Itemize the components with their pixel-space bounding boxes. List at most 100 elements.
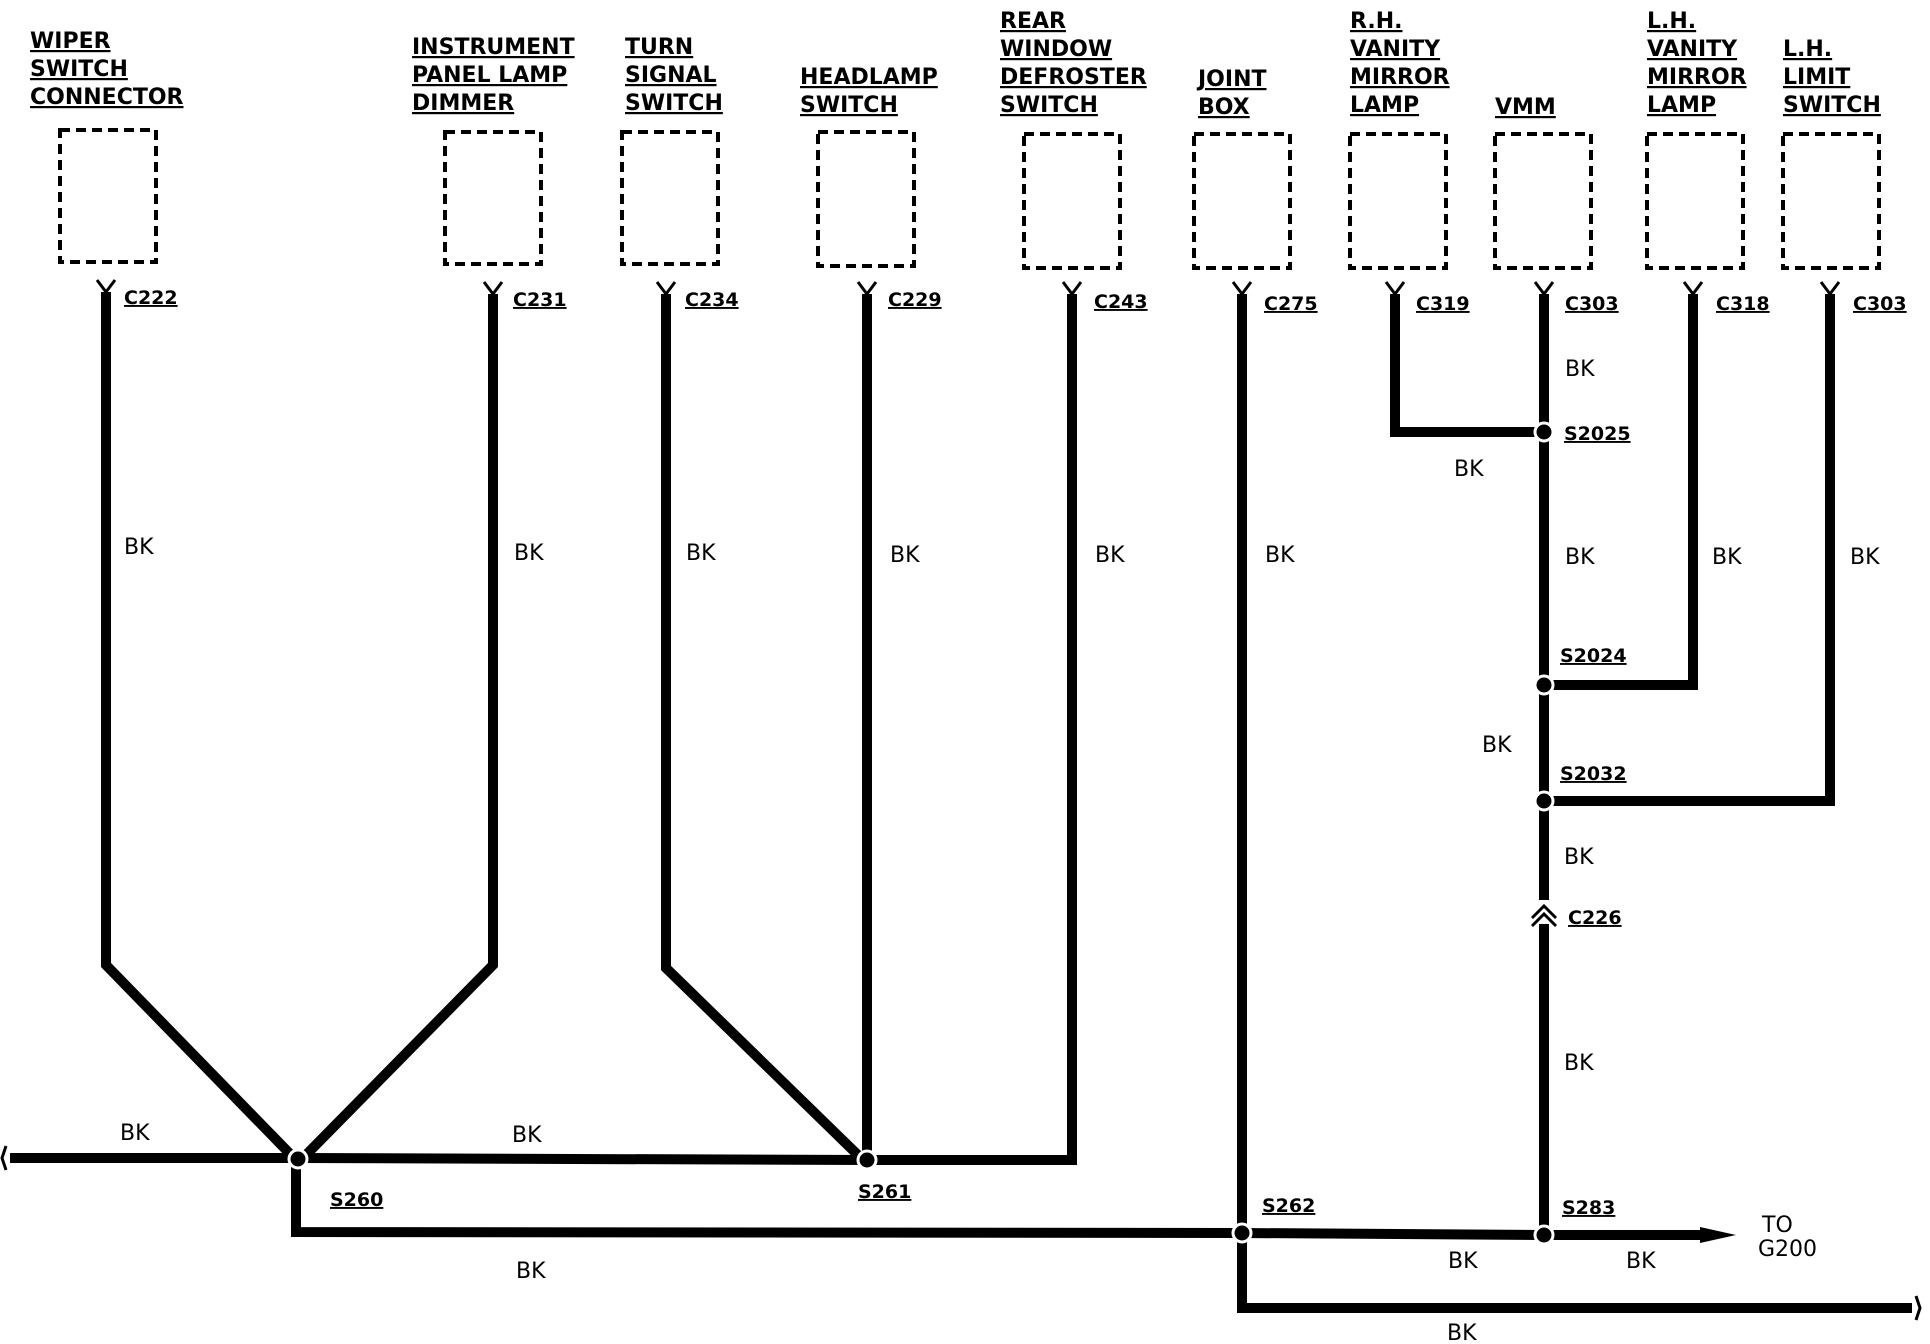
component-box-ip-dimmer <box>443 130 543 266</box>
splice-label-s260: S260 <box>330 1189 383 1211</box>
wire-color-label: BK <box>686 541 716 566</box>
wire-color-label: BK <box>514 541 544 566</box>
splice-dot-s262 <box>1231 1222 1253 1244</box>
connector-label-c319: C319 <box>1416 293 1470 315</box>
wire-color-label: BK <box>1448 1249 1478 1274</box>
component-box-lh-vanity <box>1645 132 1745 270</box>
component-box-vmm <box>1493 132 1593 270</box>
wire-color-label: BK <box>1447 1321 1477 1344</box>
wire-color-label: BK <box>1626 1249 1656 1274</box>
splice-label-s2025: S2025 <box>1564 423 1631 445</box>
splice-dot-s2024 <box>1533 674 1555 696</box>
splice-dot-s2025 <box>1533 421 1555 443</box>
wire-color-label: BK <box>1850 545 1880 570</box>
splice-label-s283: S283 <box>1562 1197 1615 1219</box>
svg-text:HEADLAMP: HEADLAMP <box>800 65 938 90</box>
wire-s262-to-g200 <box>1241 1228 1700 1240</box>
splice-label-s2024: S2024 <box>1560 645 1627 667</box>
splice-label-s2032: S2032 <box>1560 763 1627 785</box>
splice-dot-s2032 <box>1533 790 1555 812</box>
wire-c319-to-s2025 <box>1390 294 1544 437</box>
wire-s260-to-s262 <box>291 1158 1243 1238</box>
svg-text:SWITCH: SWITCH <box>1000 93 1098 118</box>
component-box-joint-box <box>1192 132 1292 270</box>
svg-text:DEFROSTER: DEFROSTER <box>1000 65 1147 90</box>
connector-pin-c243 <box>1061 281 1083 297</box>
component-box-rear-defroster <box>1022 132 1122 270</box>
component-label-turn-signal: TURN SIGNAL SWITCH <box>625 35 723 116</box>
connector-pin-c318 <box>1682 281 1704 297</box>
svg-text:JOINT: JOINT <box>1196 67 1267 92</box>
wire-c234-to-s261 <box>661 294 867 1164</box>
splice-label-s262: S262 <box>1262 1195 1315 1217</box>
svg-text:VANITY: VANITY <box>1647 37 1738 62</box>
svg-text:SWITCH: SWITCH <box>30 57 128 82</box>
connector-label-c222: C222 <box>124 287 178 309</box>
svg-text:TURN: TURN <box>625 35 693 60</box>
splice-dot-s283 <box>1533 1224 1555 1246</box>
svg-text:G200: G200 <box>1758 1237 1817 1262</box>
connector-label-c318: C318 <box>1716 293 1770 315</box>
wire-color-label: BK <box>1564 845 1594 870</box>
connector-label-c229: C229 <box>888 289 942 311</box>
wire-color-label: BK <box>1482 733 1512 758</box>
connector-label-c275: C275 <box>1264 293 1318 315</box>
component-box-turn-signal <box>620 130 720 266</box>
connector-label-c234: C234 <box>685 289 739 311</box>
splice-label-s261: S261 <box>858 1181 911 1203</box>
wire-color-label: BK <box>1454 457 1484 482</box>
wire-c275-to-bottom <box>1237 294 1912 1313</box>
wire-c243-to-s261 <box>867 294 1077 1165</box>
wire-c231-to-s260 <box>297 294 498 1164</box>
arrow-to-g200 <box>1700 1227 1736 1243</box>
wire-color-label: BK <box>1565 545 1595 570</box>
svg-text:SWITCH: SWITCH <box>800 93 898 118</box>
component-label-ip-dimmer: INSTRUMENT PANEL LAMP DIMMER <box>412 35 575 116</box>
component-box-headlamp <box>816 130 916 268</box>
svg-text:WIPER: WIPER <box>30 29 111 54</box>
svg-text:INSTRUMENT: INSTRUMENT <box>412 35 575 60</box>
svg-text:VMM: VMM <box>1495 95 1556 120</box>
connector-pin-c319 <box>1384 281 1406 297</box>
connector-label-c303-limit: C303 <box>1853 293 1907 315</box>
svg-text:WINDOW: WINDOW <box>1000 37 1112 62</box>
connector-label-c226: C226 <box>1568 907 1622 929</box>
svg-text:REAR: REAR <box>1000 9 1066 34</box>
connector-pin-c231 <box>482 281 504 297</box>
svg-text:SWITCH: SWITCH <box>625 91 723 116</box>
connector-pin-c222 <box>95 279 117 295</box>
svg-text:PANEL LAMP: PANEL LAMP <box>412 63 567 88</box>
wire-c222-to-s260 <box>101 292 300 1164</box>
component-label-rh-vanity: R.H. VANITY MIRROR LAMP <box>1350 9 1450 118</box>
component-label-wiper: WIPER SWITCH CONNECTOR <box>30 29 184 110</box>
svg-text:LAMP: LAMP <box>1647 93 1716 118</box>
component-label-headlamp: HEADLAMP SWITCH <box>800 65 938 118</box>
splice-dot-s260 <box>287 1148 309 1170</box>
wire-bus-s260-s261 <box>10 1153 868 1165</box>
component-label-joint-box: JOINT BOX <box>1196 67 1267 120</box>
connector-pin-c303-vmm <box>1533 281 1555 297</box>
connector-pin-c303-limit <box>1819 281 1841 297</box>
wire-color-label: BK <box>1564 1051 1594 1076</box>
component-box-rh-vanity <box>1348 132 1448 270</box>
component-label-rear-defroster: REAR WINDOW DEFROSTER SWITCH <box>1000 9 1147 118</box>
svg-text:MIRROR: MIRROR <box>1647 65 1747 90</box>
wire-color-label: BK <box>1712 545 1742 570</box>
connector-pin-c275 <box>1231 281 1253 297</box>
svg-text:SWITCH: SWITCH <box>1783 93 1881 118</box>
svg-text:MIRROR: MIRROR <box>1350 65 1450 90</box>
connector-label-c303-vmm: C303 <box>1565 293 1619 315</box>
wire-end-left <box>0 1145 8 1171</box>
component-label-lh-limit: L.H. LIMIT SWITCH <box>1783 37 1881 118</box>
wire-color-label: BK <box>1265 543 1295 568</box>
component-label-vmm: VMM <box>1495 95 1556 120</box>
svg-text:BOX: BOX <box>1198 95 1250 120</box>
svg-text:TO: TO <box>1761 1213 1793 1238</box>
component-label-lh-vanity: L.H. VANITY MIRROR LAMP <box>1647 9 1747 118</box>
svg-text:R.H.: R.H. <box>1350 9 1402 34</box>
wire-color-label: BK <box>120 1121 150 1146</box>
component-box-lh-limit <box>1781 132 1881 270</box>
wire-end-right <box>1914 1295 1922 1321</box>
svg-text:DIMMER: DIMMER <box>412 91 514 116</box>
